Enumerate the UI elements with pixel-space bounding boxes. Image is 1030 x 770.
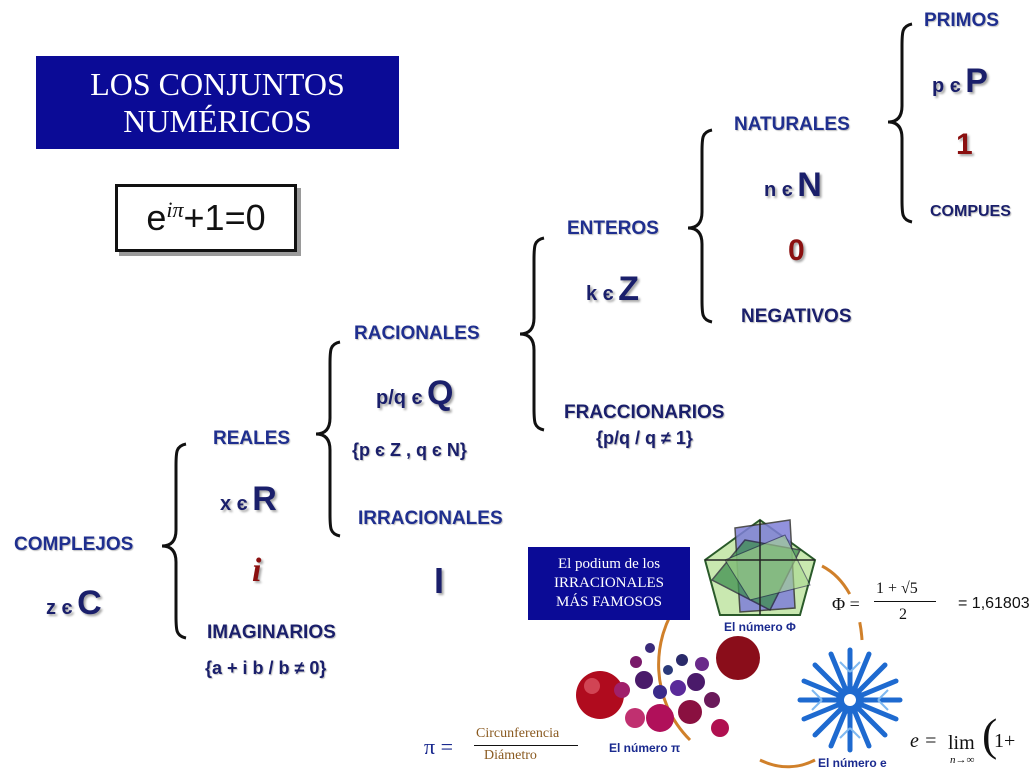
pi-caption: El número π [609,741,681,755]
e-caption: El número e [818,756,887,770]
node-racionales-set: {p є Z , q є N} [352,440,467,460]
node-irracionales-symbol: I [434,560,445,601]
e-formula: e = lim n→∞ ( 1+ [910,710,1024,768]
phi-value: = 1,61803 [958,595,1030,612]
euler-rest: +1=0 [183,197,266,238]
title-line-1: LOS CONJUNTOS [90,65,345,102]
brace-complejos [161,442,187,640]
euler-exponent: iπ [166,197,184,222]
node-reales-label: REALES [213,428,291,449]
complejos-letter: C [77,584,102,622]
phi-polyhedron-image [700,512,820,622]
pi-lhs: π = [424,734,454,759]
node-reales-symbol: x є R [220,480,277,519]
reales-letter: R [252,480,277,518]
naturales-prefix: n є [764,179,793,201]
node-enteros-label: ENTEROS [567,218,659,239]
node-naturales-symbol: n є N [764,166,822,205]
node-zero: 0 [788,234,805,267]
node-naturales-label: NATURALES [734,114,850,135]
podium-title-line-1: El podium de los [557,556,661,573]
brace-enteros [687,128,713,324]
node-compuestos-label: COMPUES [930,203,1011,220]
e-lhs: e = [910,730,938,752]
node-complejos-symbol: z є C [46,584,102,623]
brace-racionales [519,236,545,432]
node-negativos-label: NEGATIVOS [741,306,852,327]
racionales-prefix: p/q є [376,387,423,409]
primos-prefix: p є [932,75,961,97]
podium-arc-right [821,564,864,641]
complejos-prefix: z є [46,597,73,619]
euler-base: e [146,197,167,238]
e-lim-sub: n→∞ [950,754,975,766]
racionales-letter: Q [427,374,454,412]
pi-formula: π = Circunferencia Diámetro [424,724,584,768]
pi-denominator: Diámetro [484,748,537,763]
node-racionales-label: RACIONALES [354,323,480,344]
enteros-prefix: k є [586,283,614,305]
node-imaginarios-set: {a + i b / b ≠ 0} [205,658,327,678]
title-line-2: NUMÉRICOS [123,102,312,139]
naturales-letter: N [797,166,822,204]
node-primos-symbol: p є P [932,62,988,101]
node-racionales-symbol: p/q є Q [376,374,454,413]
pi-fraction-bar [474,745,578,746]
node-fraccionarios-label: FRACCIONARIOS [564,402,725,423]
e-paren: ( [982,709,998,760]
enteros-letter: Z [618,270,639,308]
podium-title-box: El podium de los IRRACIONALES MÁS FAMOSO… [528,547,690,620]
node-complejos-label: COMPLEJOS [14,534,134,555]
reales-prefix: x є [220,493,248,515]
phi-lhs: Φ = [832,594,860,614]
page-title: LOS CONJUNTOS NUMÉRICOS [36,56,399,149]
podium-title-line-2: IRRACIONALES [553,575,664,592]
podium-arc-bottom [759,758,816,769]
pi-spheres-image [576,636,760,737]
node-enteros-symbol: k є Z [586,270,639,309]
phi-fraction-bar [874,601,936,602]
brace-naturales [887,22,913,224]
primos-letter: P [965,62,988,100]
node-fraccionarios-set: {p/q / q ≠ 1} [596,428,693,448]
e-fractal-image [797,647,903,753]
node-imaginarios-label: IMAGINARIOS [207,622,336,643]
euler-identity: eiπ+1=0 [146,197,265,239]
euler-identity-box: eiπ+1=0 [115,184,297,252]
e-lim: lim [948,732,975,754]
podium-title-line-3: MÁS FAMOSOS [555,593,662,610]
phi-formula: Φ = 1 + √5 2 = 1,61803 [832,580,1030,630]
pi-numerator: Circunferencia [476,726,560,741]
phi-denominator: 2 [899,606,907,623]
node-irracionales-label: IRRACIONALES [358,508,503,529]
e-rest: 1+ [994,730,1016,752]
phi-numerator: 1 + √5 [876,580,918,597]
node-primos-label: PRIMOS [924,10,999,31]
node-one: 1 [956,128,973,161]
brace-reales [315,340,341,538]
imaginary-unit: i [252,552,262,589]
phi-caption: El número Φ [724,620,796,634]
